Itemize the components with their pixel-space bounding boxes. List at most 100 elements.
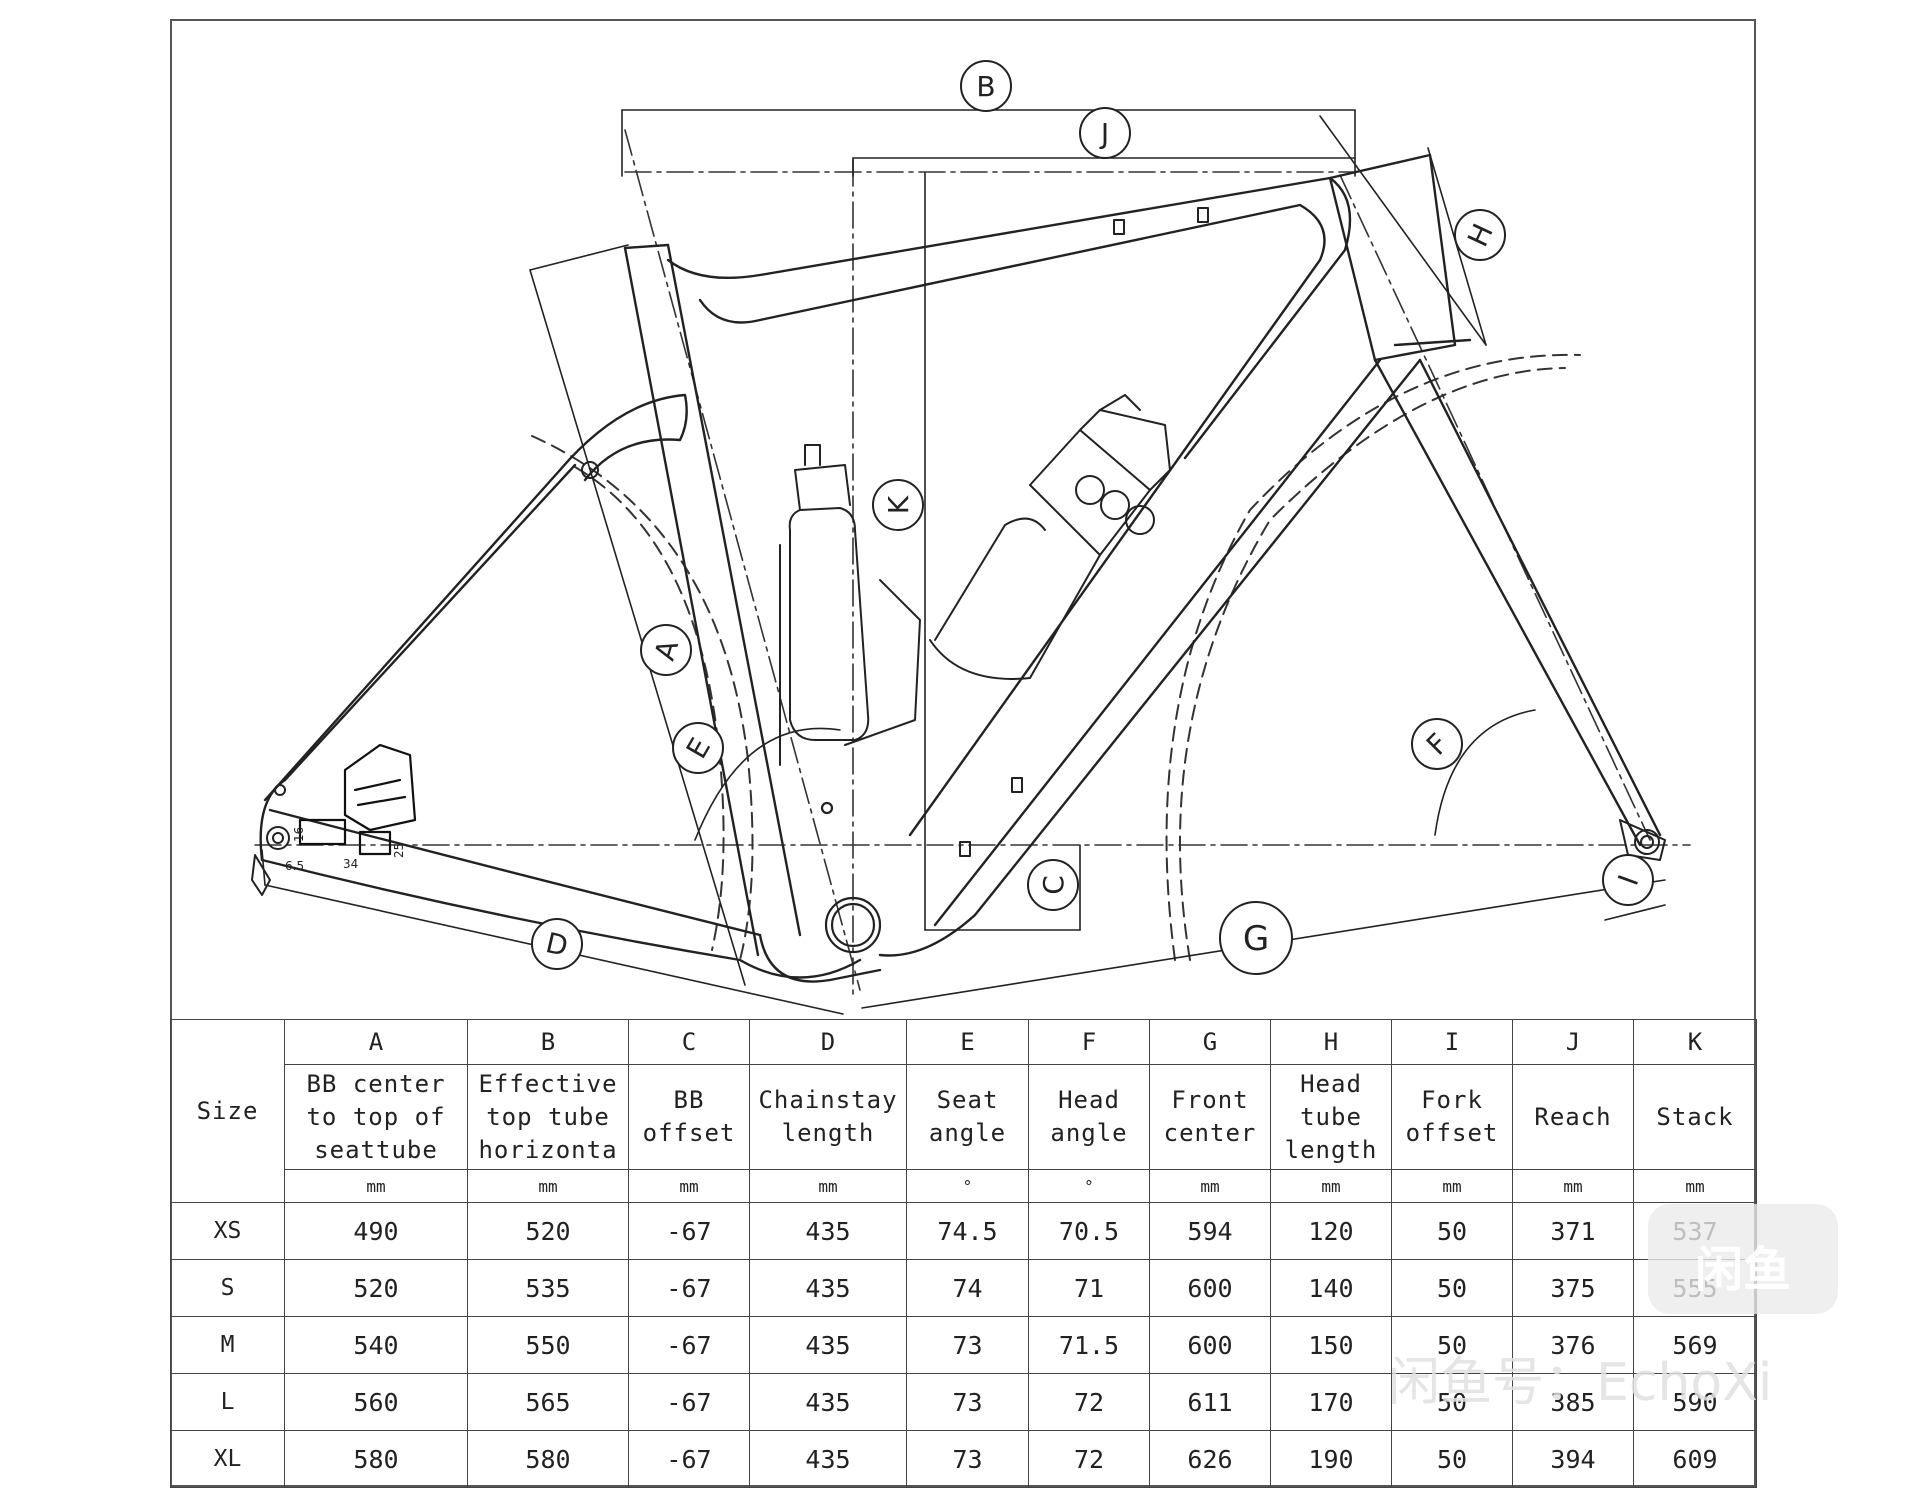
label-circle-i (1602, 854, 1654, 906)
column-unit-h: mm (1270, 1169, 1392, 1203)
value-cell-a: 560 (284, 1373, 468, 1431)
value-cell-i: 50 (1391, 1202, 1513, 1260)
small-dim-2: 34 (343, 857, 358, 871)
value-cell-f: 72 (1028, 1430, 1150, 1488)
value-cell-b: 580 (467, 1430, 629, 1488)
label-circle-g (1219, 901, 1293, 975)
label-circle-b (960, 60, 1012, 112)
dimension-labels (531, 60, 1654, 975)
dropouts (251, 461, 1666, 896)
value-cell-e: 73 (906, 1430, 1029, 1488)
column-letter-f: F (1028, 1019, 1150, 1065)
value-cell-d: 435 (749, 1259, 907, 1317)
value-cell-g: 594 (1149, 1202, 1271, 1260)
size-cell: S (170, 1259, 285, 1317)
value-cell-f: 72 (1028, 1373, 1150, 1431)
construction-lines (254, 129, 1691, 1001)
value-cell-c: -67 (628, 1316, 750, 1374)
value-cell-j: 385 (1512, 1373, 1634, 1431)
label-circle-a (640, 624, 692, 676)
column-letter-h: H (1270, 1019, 1392, 1065)
column-letter-g: G (1149, 1019, 1271, 1065)
value-cell-g: 611 (1149, 1373, 1271, 1431)
value-cell-h: 140 (1270, 1259, 1392, 1317)
watermark-logo-text: 闲鱼 (1694, 1242, 1791, 1298)
size-cell: L (170, 1373, 285, 1431)
column-unit-d: mm (749, 1169, 907, 1203)
small-dim-4: 6.5 (285, 859, 304, 873)
column-unit-k: mm (1633, 1169, 1757, 1203)
dimension-lines (261, 109, 1666, 1015)
label-circle-h (1454, 209, 1506, 261)
dim-label-j: J (1099, 117, 1109, 150)
size-header: Size (170, 1019, 285, 1203)
label-circle-e (672, 722, 724, 774)
value-cell-b: 520 (467, 1202, 629, 1260)
label-circle-c (1027, 859, 1079, 911)
value-cell-e: 74.5 (906, 1202, 1029, 1260)
dim-label-k: K (882, 495, 915, 514)
column-letter-b: B (467, 1019, 629, 1065)
column-unit-e: ° (906, 1169, 1029, 1203)
column-unit-b: mm (467, 1169, 629, 1203)
value-cell-j: 375 (1512, 1259, 1634, 1317)
value-cell-g: 600 (1149, 1316, 1271, 1374)
value-cell-d: 435 (749, 1430, 907, 1488)
value-cell-a: 540 (284, 1316, 468, 1374)
value-cell-c: -67 (628, 1202, 750, 1260)
small-dim-1: 16 (292, 827, 306, 842)
value-cell-c: -67 (628, 1373, 750, 1431)
column-unit-a: mm (284, 1169, 468, 1203)
wheel-arcs (531, 353, 1581, 961)
cable-guides (959, 207, 1209, 857)
dim-label-g: G (1243, 919, 1269, 959)
frame-tubes (259, 153, 1662, 983)
value-cell-f: 70.5 (1028, 1202, 1150, 1260)
value-cell-f: 71.5 (1028, 1316, 1150, 1374)
value-cell-k: 609 (1633, 1430, 1757, 1488)
small-dim-3: 25 (392, 843, 406, 858)
value-cell-h: 170 (1270, 1373, 1392, 1431)
frame-geometry-diagram: B J H K A E F C I D G 16 34 25 6.5 (251, 60, 1691, 1015)
column-unit-f: ° (1028, 1169, 1150, 1203)
column-letter-d: D (749, 1019, 907, 1065)
value-cell-e: 74 (906, 1259, 1029, 1317)
value-cell-b: 565 (467, 1373, 629, 1431)
dim-label-c: C (1037, 875, 1070, 895)
brake-caliper (298, 743, 417, 856)
size-cell: XS (170, 1202, 285, 1260)
column-unit-j: mm (1512, 1169, 1634, 1203)
bottle-seat-tube (779, 444, 921, 766)
column-desc-k: Stack (1633, 1064, 1757, 1170)
value-cell-d: 435 (749, 1316, 907, 1374)
value-cell-j: 371 (1512, 1202, 1634, 1260)
value-cell-i: 50 (1391, 1373, 1513, 1431)
value-cell-e: 73 (906, 1316, 1029, 1374)
bottle-down-tube (929, 394, 1171, 680)
watermark-caption: 闲鱼号：EchoXi (1388, 1353, 1773, 1413)
label-circle-k (872, 479, 924, 531)
label-circle-j (1079, 107, 1131, 159)
size-cell: M (170, 1316, 285, 1374)
watermark-logo: 闲鱼 (1648, 1204, 1838, 1314)
value-cell-b: 535 (467, 1259, 629, 1317)
value-cell-i: 50 (1391, 1430, 1513, 1488)
column-letter-e: E (906, 1019, 1029, 1065)
value-cell-e: 73 (906, 1373, 1029, 1431)
column-letter-c: C (628, 1019, 750, 1065)
value-cell-g: 600 (1149, 1259, 1271, 1317)
